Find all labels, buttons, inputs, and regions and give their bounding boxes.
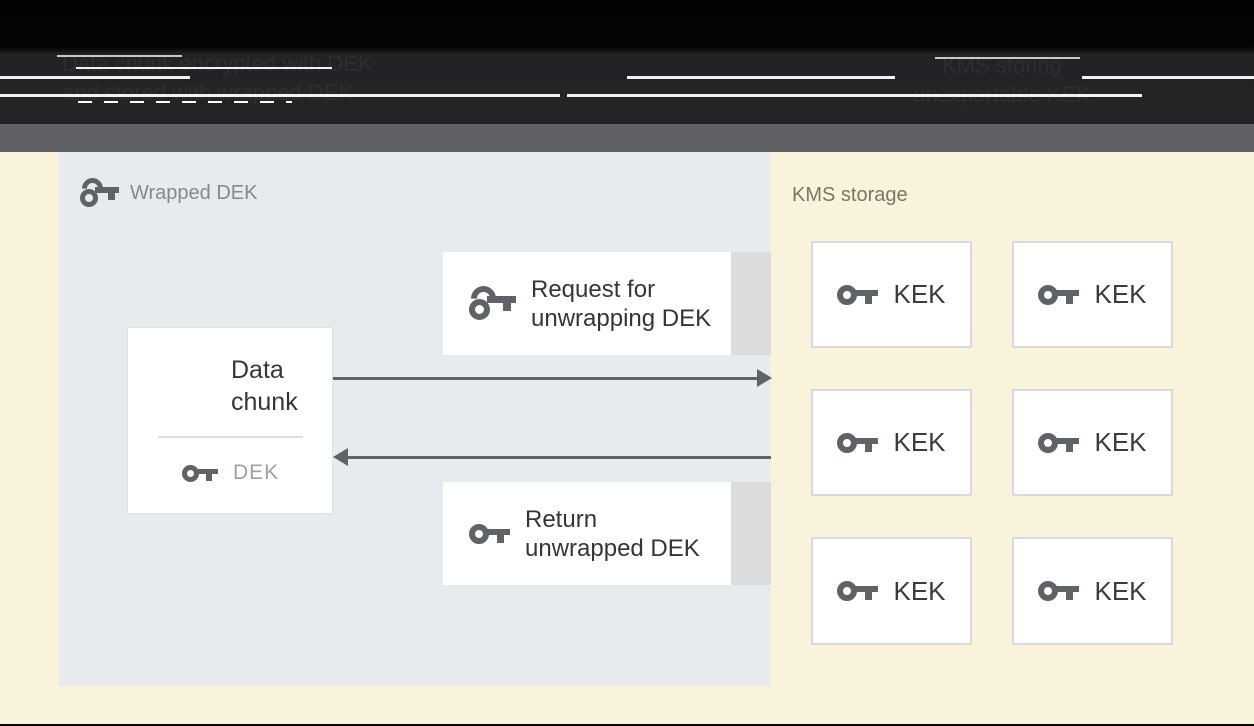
caption-line: and stored with wrapped DEK [62,80,354,105]
render-artifact-line [627,76,895,79]
key-icon [1038,580,1080,602]
key-icon [1038,284,1080,306]
box-shadow-strip [731,482,771,585]
render-artifact-line [57,55,182,57]
render-artifact-line [0,94,560,97]
arrow-left-icon [333,448,348,466]
divider-bar [0,124,1254,152]
return-unwrapped-dek-box: Return unwrapped DEK [443,482,731,585]
dek-label: DEK [233,461,280,484]
render-artifact-line [78,101,292,103]
caption-kms-storing: KMS storing unexportable KEK [878,51,1126,109]
request-box-label: Request for unwrapping DEK [531,275,712,332]
data-chunk-label: Data chunk [231,356,298,416]
unwrap-key-icon [465,280,516,320]
kek-box: KEK [811,241,972,348]
request-unwrapping-dek-box: Request for unwrapping DEK [443,252,731,355]
panel-header: Wrapped DEK [77,173,258,207]
bottom-border [0,724,1254,726]
data-chunk-box: Data chunk DEK [127,327,333,514]
kek-box: KEK [1012,389,1173,496]
kek-box: KEK [811,537,972,645]
kek-box: KEK [811,389,972,496]
render-artifact-line [567,94,1142,97]
kek-box: KEK [1012,537,1173,645]
render-artifact-line [0,76,190,79]
key-icon [837,284,879,306]
arrow-right-icon [757,369,772,387]
return-box-label: Return unwrapped DEK [525,505,700,562]
render-artifact-line [1082,76,1254,79]
key-icon [182,464,218,483]
caption-line: Data chunk encrypted with DEK [62,51,373,76]
dark-header-band: Data chunk encrypted with DEK and stored… [0,0,1254,124]
data-chunk-row: Data chunk [157,354,298,418]
divider-line [158,436,303,438]
arrow-right-icon [333,377,759,380]
key-icon [837,580,879,602]
arrow-left-icon [348,456,771,459]
box-shadow-strip [731,252,771,355]
kms-storage-title: KMS storage [792,184,908,206]
unwrap-key-icon [77,173,119,207]
key-icon [837,432,879,454]
caption-wrapped-dek: Data chunk encrypted with DEK and stored… [62,49,422,107]
panel-title: Wrapped DEK [130,181,258,204]
storage-icon [157,363,214,409]
render-artifact-line [935,57,1080,59]
key-icon [1038,432,1080,454]
dek-row: DEK [182,461,279,485]
wrapped-dek-panel: Wrapped DEK Data chunk DEK [59,152,772,686]
key-icon [469,523,510,545]
render-artifact-line [76,67,332,69]
kek-box: KEK [1012,241,1173,348]
